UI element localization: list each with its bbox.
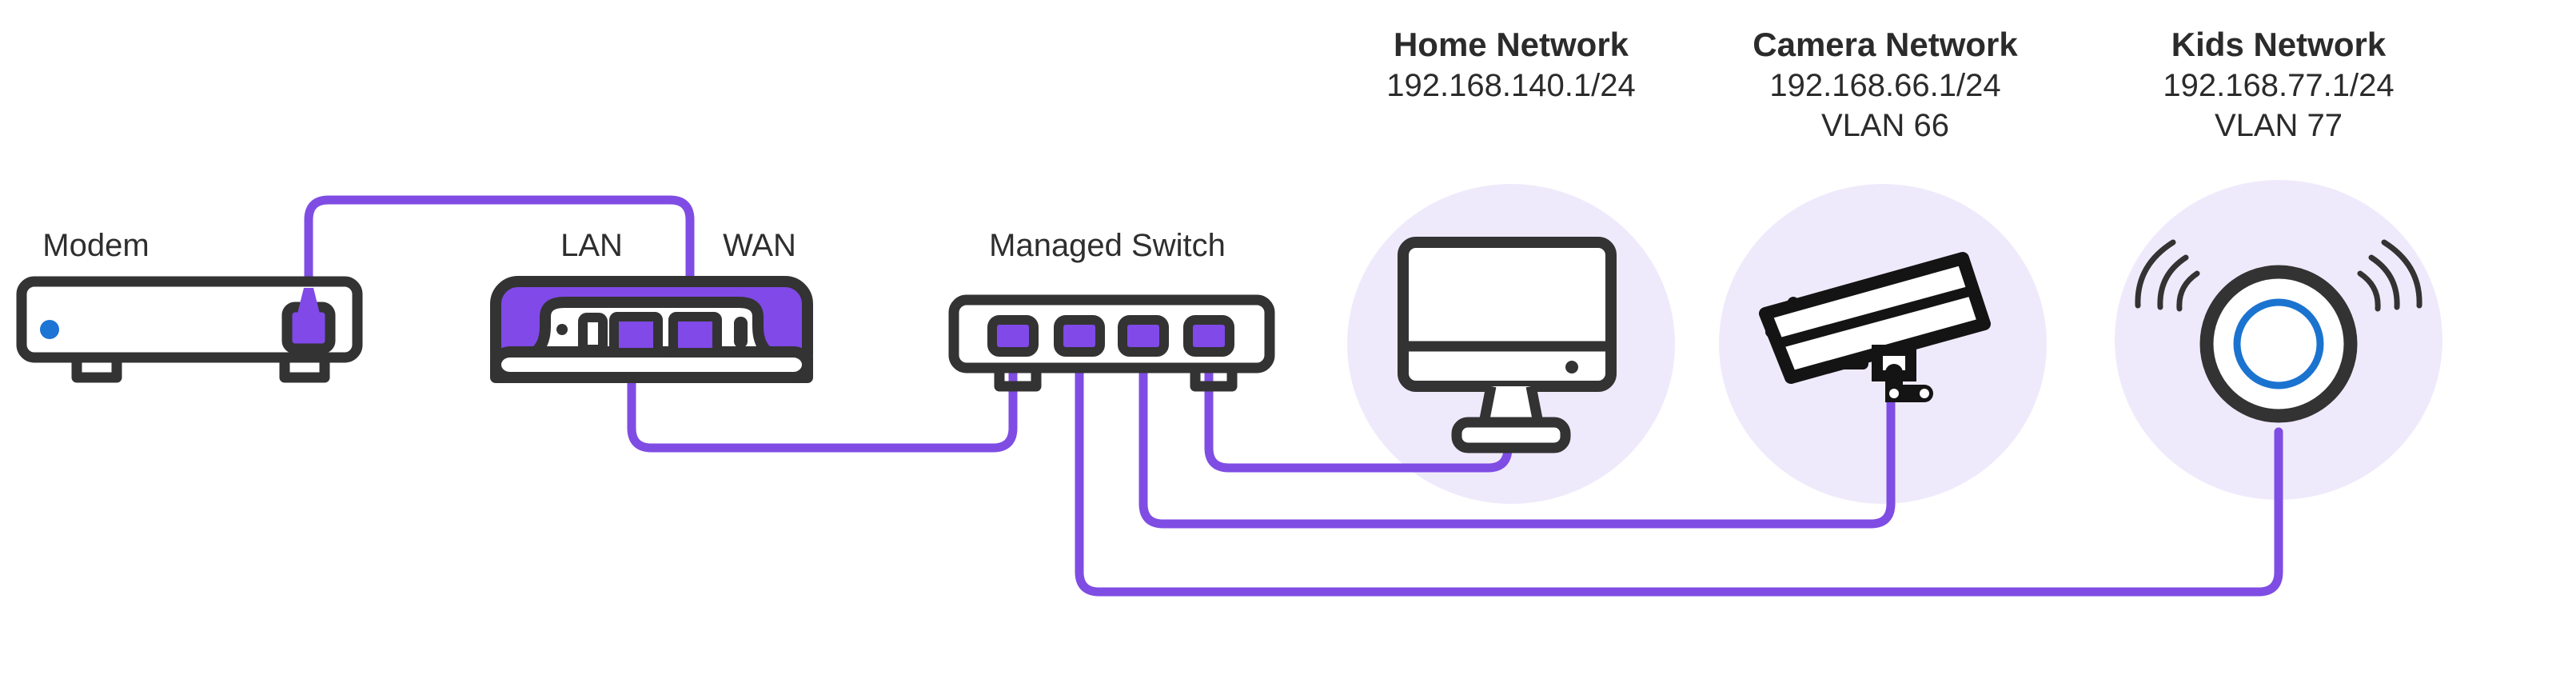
modem-label: Modem xyxy=(42,228,149,263)
wifi-arcs-right xyxy=(2357,239,2422,312)
home-network-subnet: 192.168.140.1/24 xyxy=(1386,68,1635,103)
switch-foot-left xyxy=(994,368,1042,392)
zone-home-network[interactable]: Home Network 192.168.140.1/24 xyxy=(1386,26,1636,453)
router-lan-label: LAN xyxy=(560,228,623,263)
monitor-icon xyxy=(1398,237,1617,453)
cable-switch-to-camera xyxy=(1138,334,1896,529)
router-lan-port[interactable] xyxy=(609,312,663,357)
zone-kids-network[interactable]: Kids Network 192.168.77.1/24 VLAN 77 xyxy=(2135,26,2422,423)
home-network-title: Home Network xyxy=(1394,26,1629,63)
switch-port-4[interactable] xyxy=(1183,315,1234,357)
cable-router-lan-to-switch xyxy=(627,333,1018,453)
zone-camera-network[interactable]: Camera Network 192.168.66.1/24 VLAN 66 xyxy=(1753,26,2018,402)
cable-switch-to-monitor xyxy=(1204,334,1513,473)
monitor-stand-base xyxy=(1451,417,1571,453)
access-point-body xyxy=(2199,265,2358,423)
wifi-arcs-left xyxy=(2135,239,2200,312)
router-led-pill xyxy=(734,317,748,348)
switch-foot-right xyxy=(1190,368,1238,392)
modem-status-led xyxy=(40,320,59,339)
router-wan-port[interactable] xyxy=(668,312,722,357)
cable-layer xyxy=(304,195,2283,597)
switch-device[interactable]: Managed Switch xyxy=(948,228,1275,392)
monitor-bezel xyxy=(1398,237,1617,392)
security-camera-icon xyxy=(1759,252,1991,402)
modem-foot-left xyxy=(71,357,122,383)
camera-network-subnet: 192.168.66.1/24 xyxy=(1769,68,2000,103)
modem-foot-right xyxy=(279,357,330,383)
cable-modem-to-router-wan xyxy=(304,195,695,339)
camera-mount-pivot-left xyxy=(1889,389,1899,398)
camera-network-vlan: VLAN 66 xyxy=(1821,108,1949,143)
router-device[interactable]: LAN WAN xyxy=(490,228,813,383)
router-empty-slot xyxy=(578,313,608,354)
router-indicator-dot xyxy=(556,324,568,335)
modem-body xyxy=(16,276,363,363)
access-point-status-ring xyxy=(2233,298,2324,389)
camera-body-ridge xyxy=(1775,285,1975,349)
kids-network-subnet: 192.168.77.1/24 xyxy=(2163,68,2394,103)
wireless-access-point-icon xyxy=(2135,239,2422,423)
switch-label: Managed Switch xyxy=(989,228,1226,263)
kids-network-vlan: VLAN 77 xyxy=(2215,108,2343,143)
modem-device[interactable]: Modem xyxy=(16,228,363,383)
modem-cable-boot xyxy=(297,288,320,314)
cable-switch-to-access-point xyxy=(1075,334,2283,597)
monitor-power-dot xyxy=(1565,361,1578,373)
switch-port-3[interactable] xyxy=(1118,315,1169,357)
camera-mount-pivot-right xyxy=(1920,389,1929,398)
camera-network-title: Camera Network xyxy=(1753,26,2018,63)
router-wan-label: WAN xyxy=(723,228,796,263)
switch-port-1[interactable] xyxy=(987,315,1039,357)
switch-port-2[interactable] xyxy=(1054,315,1105,357)
kids-network-title: Kids Network xyxy=(2171,26,2387,63)
